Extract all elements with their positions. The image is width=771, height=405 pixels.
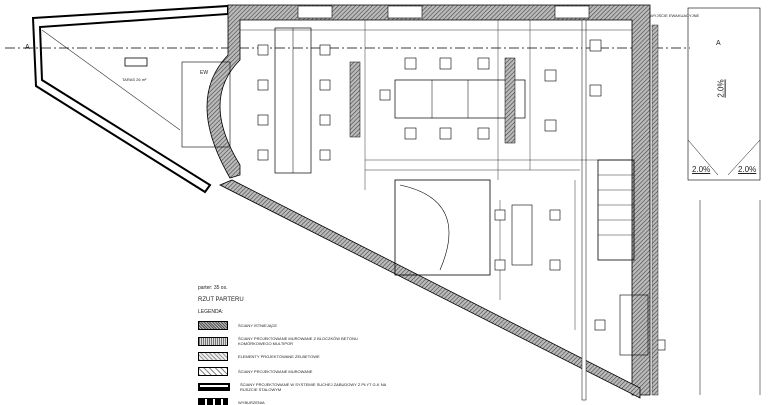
ew-label: EW bbox=[200, 70, 209, 76]
terrace-label: TARAS 26 m² bbox=[122, 77, 147, 82]
legend: parter: 35 os. RZUT PARTERU LEGENDA: ŚCI… bbox=[198, 285, 388, 405]
legend-label: ELEMENTY PROJEKTOWANE ŻELBETOWE bbox=[238, 354, 320, 359]
legend-label: ŚCIANY ISTNIEJĄCE bbox=[238, 323, 278, 328]
existing-wall-swatch bbox=[198, 321, 228, 330]
terrace-outline bbox=[31, 4, 229, 194]
legend-item: ŚCIANY PROJEKTOWANE MUROWANE Z BLOCZKÓW … bbox=[198, 336, 388, 346]
legend-item: ELEMENTY PROJEKTOWANE ŻELBETOWE bbox=[198, 352, 388, 361]
slope-label: 2.0% bbox=[738, 165, 757, 174]
diagonal-wall bbox=[219, 179, 641, 399]
section-marker-right: A bbox=[716, 40, 721, 47]
legend-item: ŚCIANY PROJEKTOWANE MUROWANE bbox=[198, 367, 388, 376]
multipor-wall-swatch bbox=[198, 336, 228, 346]
existing-walls bbox=[206, 4, 651, 396]
outdoor-area bbox=[687, 7, 761, 181]
legend-item: ŚCIANY PROJEKTOWANE W SYSTEMIE SUCHEJ ZA… bbox=[198, 382, 388, 392]
legend-heading: LEGENDA: bbox=[198, 309, 224, 315]
evacuation-exit-label: WYJŚCIE EWAKUACYJNE bbox=[650, 13, 700, 18]
legend-label: ŚCIANY PROJEKTOWANE W SYSTEMIE SUCHEJ ZA… bbox=[240, 382, 387, 392]
drawing-title: RZUT PARTERU bbox=[198, 297, 244, 303]
legend-label: WYBURZENIA bbox=[238, 400, 265, 405]
demolition-swatch bbox=[198, 398, 228, 405]
legend-label: ŚCIANY PROJEKTOWANE MUROWANE Z BLOCZKÓW … bbox=[238, 336, 358, 346]
occupancy-label: parter: 35 os. bbox=[198, 285, 228, 291]
masonry-wall-swatch bbox=[198, 367, 228, 376]
drywall-swatch bbox=[198, 383, 230, 391]
slope-label: 2.0% bbox=[716, 79, 726, 98]
legend-item: ŚCIANY ISTNIEJĄCE bbox=[198, 321, 388, 330]
legend-label: ŚCIANY PROJEKTOWANE MUROWANE bbox=[238, 369, 313, 374]
concrete-swatch bbox=[198, 352, 228, 361]
legend-item: WYBURZENIA bbox=[198, 398, 388, 405]
section-marker-left: A bbox=[25, 44, 30, 51]
slope-label: 2.0% bbox=[692, 165, 711, 174]
chairs bbox=[257, 39, 666, 351]
